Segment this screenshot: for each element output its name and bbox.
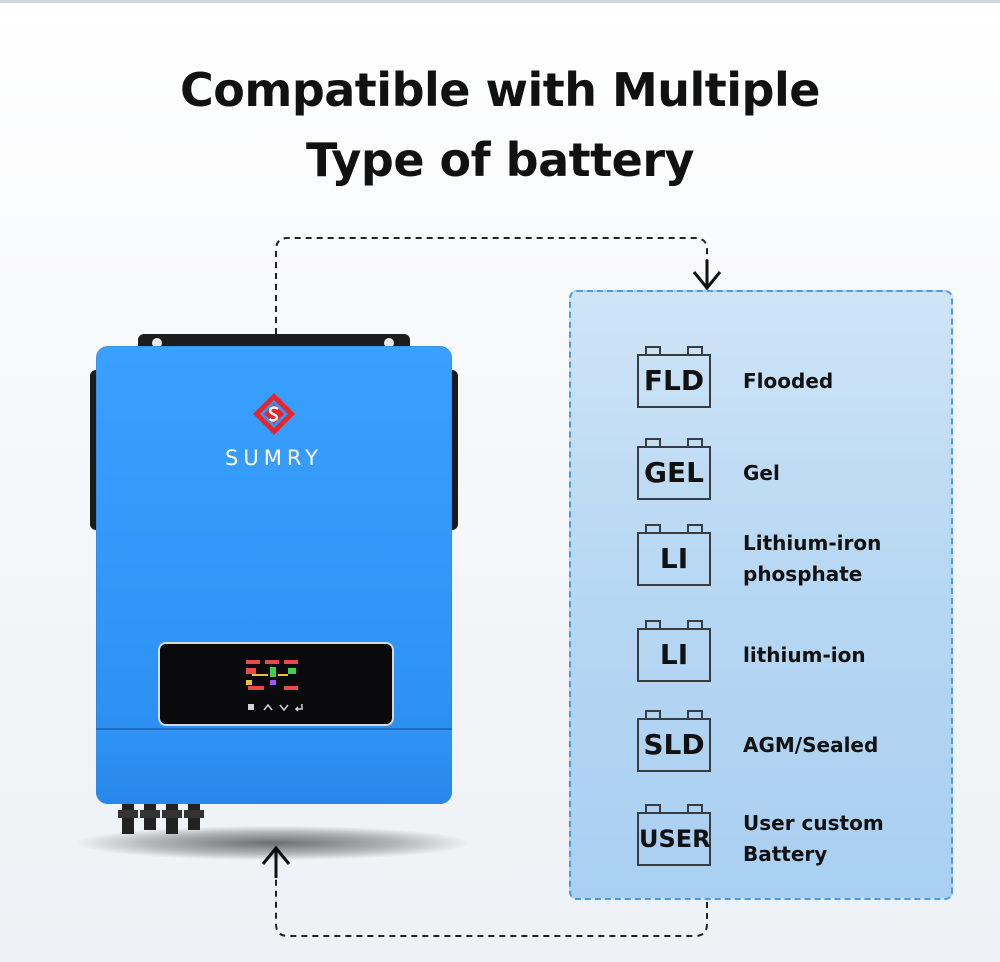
brand-name: SUMRY: [225, 446, 323, 470]
battery-type-label: AGM/Sealed: [743, 732, 879, 757]
battery-type-label: lithium-ion: [743, 642, 866, 667]
battery-icon: USER: [637, 804, 711, 866]
battery-code: SLD: [643, 728, 705, 761]
sumry-logo-icon: [253, 393, 295, 435]
battery-row-lithium-ion: LI lithium-ion: [571, 620, 955, 690]
battery-row-flooded: FLD Flooded: [571, 346, 955, 416]
page-title: Compatible with Multiple Type of battery: [0, 55, 1000, 195]
battery-code: LI: [659, 638, 689, 671]
bracket-hole: [152, 338, 162, 348]
battery-type-label: User custom Battery: [743, 804, 943, 874]
battery-type-line-2: phosphate: [743, 562, 863, 586]
inverter-shadow: [78, 826, 468, 860]
battery-type-line-2: Battery: [743, 842, 828, 866]
battery-icon: SLD: [637, 710, 711, 772]
bottom-dashed-connector: [275, 852, 708, 937]
down-arrow-icon: [692, 260, 722, 291]
battery-code: LI: [659, 542, 689, 575]
cable-connectors-icon: [118, 804, 204, 834]
inverter-body: SUMRY: [96, 346, 452, 804]
battery-icon: LI: [637, 620, 711, 682]
battery-type-line-1: User custom: [743, 811, 884, 835]
battery-row-lifepo4: LI Lithium-iron phosphate: [571, 524, 955, 594]
battery-type-label: Gel: [743, 460, 780, 485]
battery-types-panel: FLD Flooded GEL Gel LI Lithium-iron phos…: [569, 290, 953, 900]
battery-type-label: Flooded: [743, 368, 834, 393]
battery-icon: LI: [637, 524, 711, 586]
title-line-1: Compatible with Multiple: [180, 63, 820, 117]
battery-type-line-1: Lithium-iron: [743, 531, 882, 555]
battery-icon: FLD: [637, 346, 711, 408]
battery-type-label: Lithium-iron phosphate: [743, 524, 943, 594]
battery-code: GEL: [644, 456, 704, 489]
control-buttons-icon: [248, 703, 303, 712]
battery-row-gel: GEL Gel: [571, 438, 955, 508]
bracket-hole: [384, 338, 394, 348]
lcd-display-panel: [158, 642, 394, 726]
top-border: [0, 0, 1000, 3]
lcd-readout-icon: [246, 660, 298, 690]
top-dashed-connector: [275, 237, 708, 334]
battery-code: FLD: [643, 364, 705, 397]
title-line-2: Type of battery: [306, 133, 695, 187]
battery-code: USER: [639, 825, 711, 853]
battery-icon: GEL: [637, 438, 711, 500]
battery-row-sealed: SLD AGM/Sealed: [571, 710, 955, 780]
inverter-seam: [96, 728, 452, 730]
battery-row-user: USER User custom Battery: [571, 804, 955, 874]
inverter-bottom-panel: [96, 730, 452, 804]
